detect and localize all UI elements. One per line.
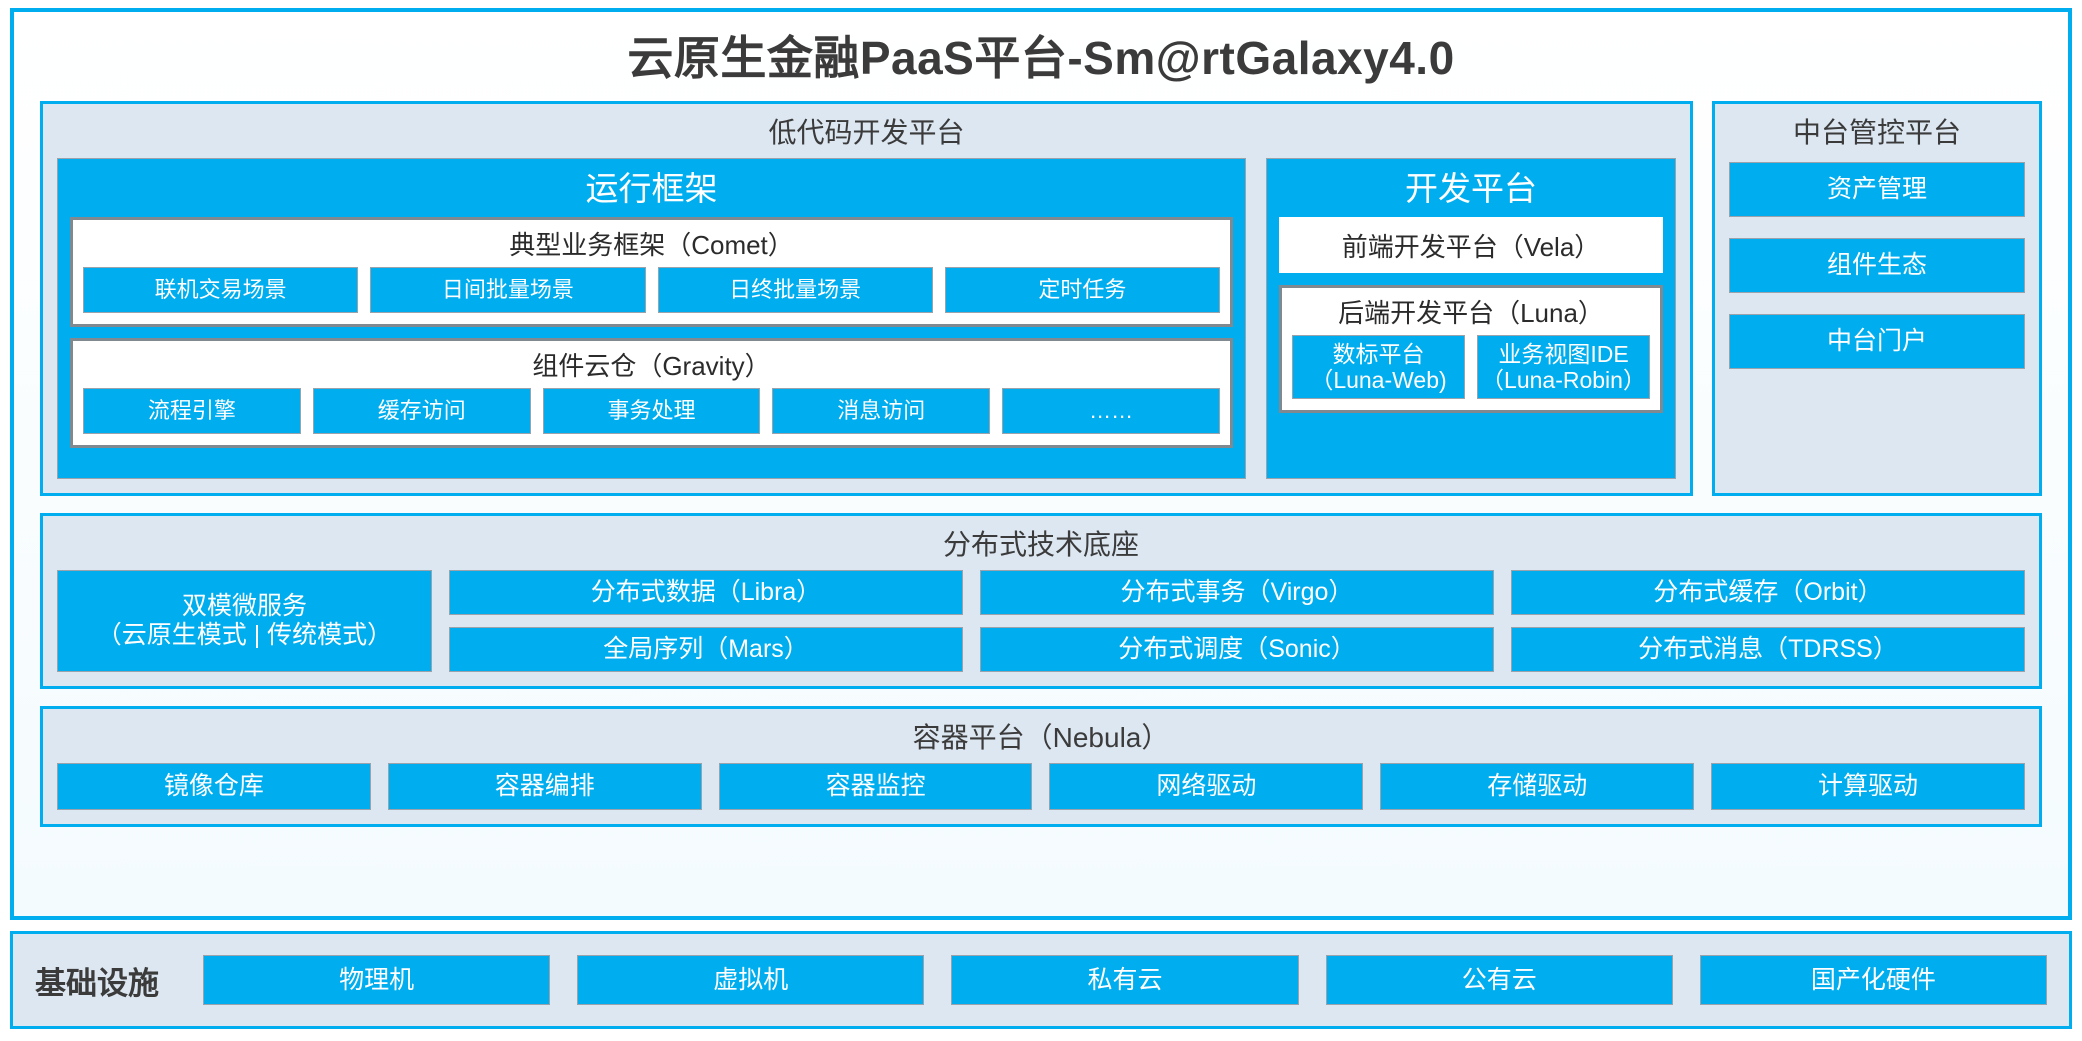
tech-base-panel: 分布式技术底座 双模微服务 （云原生模式 | 传统模式） 分布式数据（Libra… bbox=[40, 513, 2042, 689]
luna-web-item[interactable]: 数标平台 （Luna-Web) bbox=[1292, 335, 1465, 399]
dual-mode-microservice-item[interactable]: 双模微服务 （云原生模式 | 传统模式） bbox=[57, 570, 432, 672]
tech-item-distributed-scheduling-sonic[interactable]: 分布式调度（Sonic） bbox=[980, 627, 1494, 672]
comet-item-intraday-batch[interactable]: 日间批量场景 bbox=[370, 267, 646, 313]
container-item-image-registry[interactable]: 镜像仓库 bbox=[57, 763, 371, 810]
platform-main-frame: 云原生金融PaaS平台-Sm@rtGalaxy4.0 低代码开发平台 运行框架 … bbox=[10, 8, 2072, 920]
backend-dev-platform-title: 后端开发平台（Luna） bbox=[1338, 298, 1604, 328]
container-item-network-driver[interactable]: 网络驱动 bbox=[1049, 763, 1364, 810]
control-item-portal[interactable]: 中台门户 bbox=[1729, 314, 2025, 369]
lowcode-platform-body: 运行框架 典型业务框架（Comet） 联机交易场景 日间批量场景 日终批量场景 … bbox=[57, 158, 1676, 479]
luna-box: 后端开发平台（Luna） 数标平台 （Luna-Web) 业务视图IDE （Lu… bbox=[1279, 285, 1663, 413]
lowcode-platform-panel: 低代码开发平台 运行框架 典型业务框架（Comet） 联机交易场景 日间批量场景 bbox=[40, 101, 1693, 496]
infrastructure-panel: 基础设施 物理机 虚拟机 私有云 公有云 国产化硬件 bbox=[10, 931, 2072, 1029]
tech-item-distributed-cache-orbit[interactable]: 分布式缓存（Orbit） bbox=[1511, 570, 2025, 615]
infra-item-private-cloud[interactable]: 私有云 bbox=[951, 955, 1299, 1005]
tech-item-distributed-message-tdrss[interactable]: 分布式消息（TDRSS） bbox=[1511, 627, 2025, 672]
tech-base-column-2: 分布式事务（Virgo） 分布式调度（Sonic） bbox=[980, 570, 1494, 672]
gravity-item-row: 流程引擎 缓存访问 事务处理 消息访问 …… bbox=[83, 388, 1220, 434]
luna-robin-line1: 业务视图IDE bbox=[1498, 340, 1629, 367]
luna-robin-line2: （Luna-Robin） bbox=[1481, 367, 1646, 393]
comet-item-scheduled-task[interactable]: 定时任务 bbox=[944, 267, 1220, 313]
tech-base-column-1: 分布式数据（Libra） 全局序列（Mars） bbox=[449, 570, 963, 672]
container-item-monitoring[interactable]: 容器监控 bbox=[718, 763, 1033, 810]
luna-item-row: 数标平台 （Luna-Web) 业务视图IDE （Luna-Robin） bbox=[1292, 335, 1650, 399]
gravity-item-more[interactable]: …… bbox=[1002, 388, 1220, 434]
dual-mode-microservice-column: 双模微服务 （云原生模式 | 传统模式） bbox=[57, 570, 432, 672]
luna-robin-item[interactable]: 业务视图IDE （Luna-Robin） bbox=[1477, 335, 1650, 399]
gravity-item-transaction-processing[interactable]: 事务处理 bbox=[542, 388, 761, 434]
dual-mode-line2: （云原生模式 | 传统模式） bbox=[96, 621, 393, 649]
gravity-item-cache-access[interactable]: 缓存访问 bbox=[312, 388, 531, 434]
control-platform-panel: 中台管控平台 资产管理 组件生态 中台门户 bbox=[1712, 101, 2042, 496]
runtime-framework-title: 运行框架 bbox=[585, 170, 718, 207]
development-platform-card: 开发平台 前端开发平台（Vela） 后端开发平台（Luna） 数标平台 （Lun… bbox=[1266, 158, 1676, 479]
comet-item-online-transaction[interactable]: 联机交易场景 bbox=[83, 267, 359, 313]
infra-item-domestic-hardware[interactable]: 国产化硬件 bbox=[1699, 955, 2048, 1005]
comet-box: 典型业务框架（Comet） 联机交易场景 日间批量场景 日终批量场景 定时任务 bbox=[70, 217, 1233, 327]
comet-title: 典型业务框架（Comet） bbox=[509, 230, 794, 260]
control-platform-list: 资产管理 组件生态 中台门户 bbox=[1729, 158, 2025, 369]
runtime-framework-card: 运行框架 典型业务框架（Comet） 联机交易场景 日间批量场景 日终批量场景 … bbox=[57, 158, 1246, 479]
top-row: 低代码开发平台 运行框架 典型业务框架（Comet） 联机交易场景 日间批量场景 bbox=[40, 101, 2042, 496]
tech-base-title: 分布式技术底座 bbox=[942, 529, 1139, 560]
luna-web-line2: （Luna-Web) bbox=[1310, 367, 1447, 393]
gravity-item-process-engine[interactable]: 流程引擎 bbox=[83, 388, 301, 434]
dual-mode-line1: 双模微服务 bbox=[181, 592, 307, 621]
tech-item-global-sequence-mars[interactable]: 全局序列（Mars） bbox=[449, 627, 963, 672]
comet-item-row: 联机交易场景 日间批量场景 日终批量场景 定时任务 bbox=[83, 267, 1220, 313]
page-title: 云原生金融PaaS平台-Sm@rtGalaxy4.0 bbox=[627, 32, 1455, 84]
infra-item-virtual-machine[interactable]: 虚拟机 bbox=[577, 955, 925, 1005]
runtime-framework-stack: 典型业务框架（Comet） 联机交易场景 日间批量场景 日终批量场景 定时任务 … bbox=[70, 217, 1233, 466]
gravity-box: 组件云仓（Gravity） 流程引擎 缓存访问 事务处理 消息访问 …… bbox=[70, 338, 1233, 448]
container-item-storage-driver[interactable]: 存储驱动 bbox=[1380, 763, 1695, 810]
development-platform-stack: 前端开发平台（Vela） 后端开发平台（Luna） 数标平台 （Luna-Web… bbox=[1279, 217, 1663, 466]
infra-item-public-cloud[interactable]: 公有云 bbox=[1325, 955, 1673, 1005]
container-item-orchestration[interactable]: 容器编排 bbox=[387, 763, 702, 810]
container-item-compute-driver[interactable]: 计算驱动 bbox=[1711, 763, 2025, 810]
tech-item-distributed-data-libra[interactable]: 分布式数据（Libra） bbox=[449, 570, 963, 615]
container-platform-panel: 容器平台（Nebula） 镜像仓库 容器编排 容器监控 网络驱动 存储驱动 计算… bbox=[40, 706, 2042, 827]
container-platform-title: 容器平台（Nebula） bbox=[912, 722, 1170, 753]
infrastructure-items: 物理机 虚拟机 私有云 公有云 国产化硬件 bbox=[203, 955, 2048, 1005]
tech-base-column-3: 分布式缓存（Orbit） 分布式消息（TDRSS） bbox=[1511, 570, 2025, 672]
frontend-dev-platform-vela[interactable]: 前端开发平台（Vela） bbox=[1279, 217, 1663, 273]
development-platform-title: 开发平台 bbox=[1405, 170, 1537, 207]
gravity-title: 组件云仓（Gravity） bbox=[532, 351, 771, 381]
container-platform-row: 镜像仓库 容器编排 容器监控 网络驱动 存储驱动 计算驱动 bbox=[57, 763, 2025, 810]
gravity-item-message-access[interactable]: 消息访问 bbox=[772, 388, 991, 434]
tech-item-distributed-transaction-virgo[interactable]: 分布式事务（Virgo） bbox=[980, 570, 1494, 615]
control-item-asset-management[interactable]: 资产管理 bbox=[1729, 162, 2025, 217]
control-platform-title: 中台管控平台 bbox=[1792, 117, 1961, 148]
infrastructure-label: 基础设施 bbox=[35, 965, 159, 1001]
control-item-component-ecosystem[interactable]: 组件生态 bbox=[1729, 238, 2025, 293]
infra-item-physical-machine[interactable]: 物理机 bbox=[203, 955, 551, 1005]
lowcode-platform-title: 低代码开发平台 bbox=[768, 117, 965, 148]
luna-web-line1: 数标平台 bbox=[1332, 340, 1425, 367]
comet-item-eod-batch[interactable]: 日终批量场景 bbox=[657, 267, 933, 313]
tech-base-grid: 双模微服务 （云原生模式 | 传统模式） 分布式数据（Libra） 全局序列（M… bbox=[57, 570, 2025, 672]
